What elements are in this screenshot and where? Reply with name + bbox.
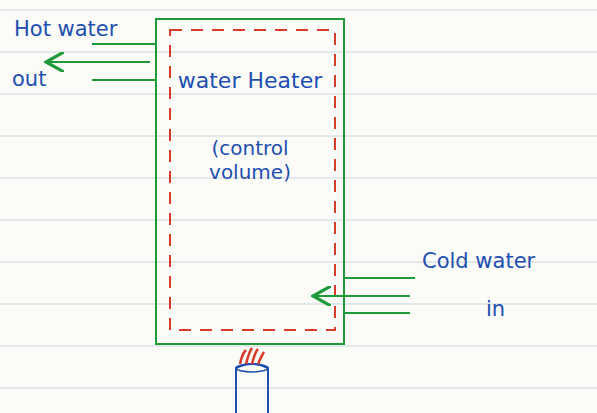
heater-name: water Heater: [169, 68, 331, 94]
flow-label: Cold water: [422, 250, 535, 273]
heater-box: water Heater (control volume): [155, 18, 345, 345]
control-volume-note: (control volume): [169, 136, 331, 184]
flow-label: Hot water: [14, 18, 117, 41]
inlet-pipe-wall: [343, 277, 415, 279]
inlet-pipe-wall: [343, 312, 410, 314]
outlet-flow-arrow: [48, 61, 150, 63]
outlet-pipe-wall: [92, 79, 157, 81]
flow-label: in: [486, 298, 505, 321]
burner: [236, 348, 268, 413]
flow-label: out: [12, 68, 46, 91]
outlet-pipe-wall: [92, 43, 157, 45]
inlet-flow-arrow: [315, 295, 410, 297]
control-volume-boundary: [170, 30, 335, 330]
